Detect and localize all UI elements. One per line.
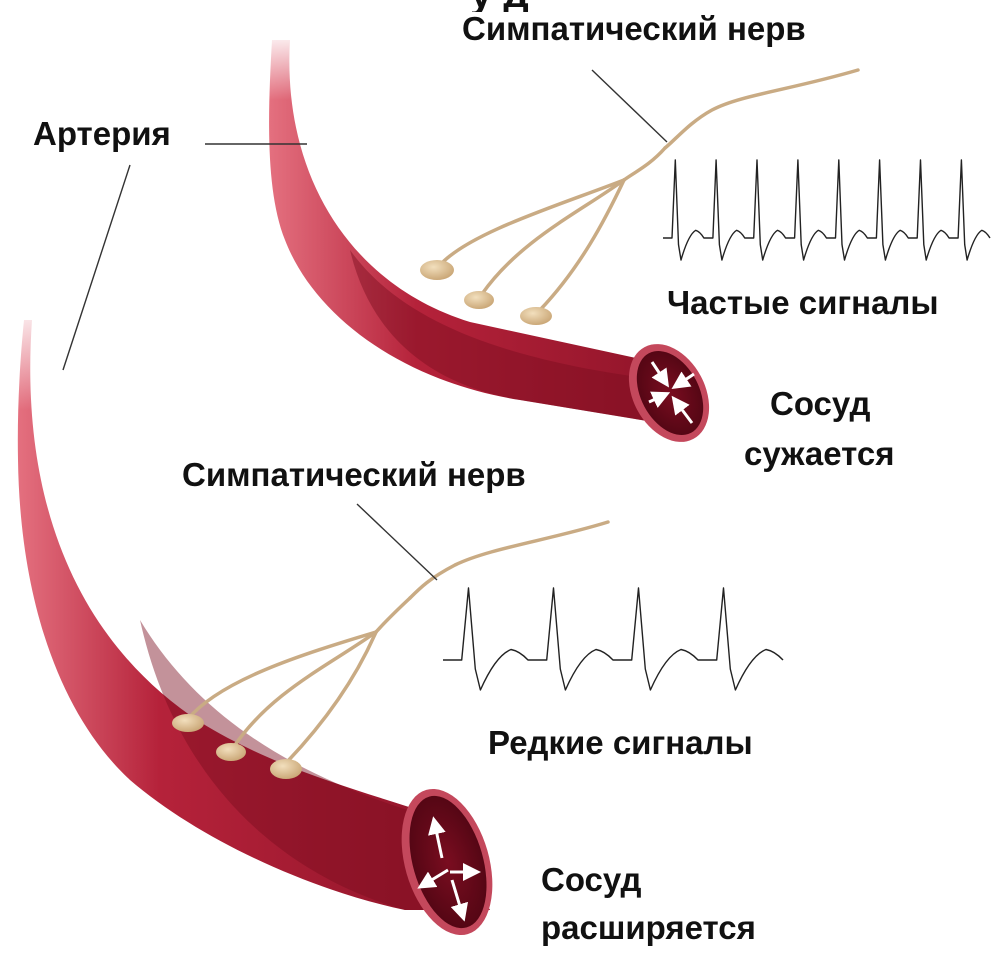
- label-vessel-widens-line1: Сосуд: [541, 863, 641, 896]
- label-vessel-widens-line2: расширяется: [541, 911, 756, 944]
- frequent-signal-trace: [663, 160, 990, 260]
- signal-path: [663, 160, 990, 260]
- leader-nerve-bottom: [357, 504, 437, 580]
- label-rare-signals: Редкие сигналы: [488, 726, 753, 759]
- bottom-artery: [0, 300, 508, 946]
- label-frequent-signals: Частые сигналы: [667, 286, 939, 319]
- label-vessel-narrows-line1: Сосуд: [770, 387, 870, 420]
- top-nerve: [440, 70, 858, 310]
- leader-nerve-top: [592, 70, 667, 142]
- label-vessel-narrows-line2: сужается: [744, 437, 895, 470]
- signal-path: [443, 588, 783, 690]
- label-sympathetic-nerve-bottom: Симпатический нерв: [182, 458, 526, 491]
- label-artery: Артерия: [33, 117, 171, 150]
- rare-signal-trace: [443, 588, 783, 690]
- label-sympathetic-nerve-top: Симпатический нерв: [462, 12, 806, 45]
- top-artery: [250, 30, 725, 456]
